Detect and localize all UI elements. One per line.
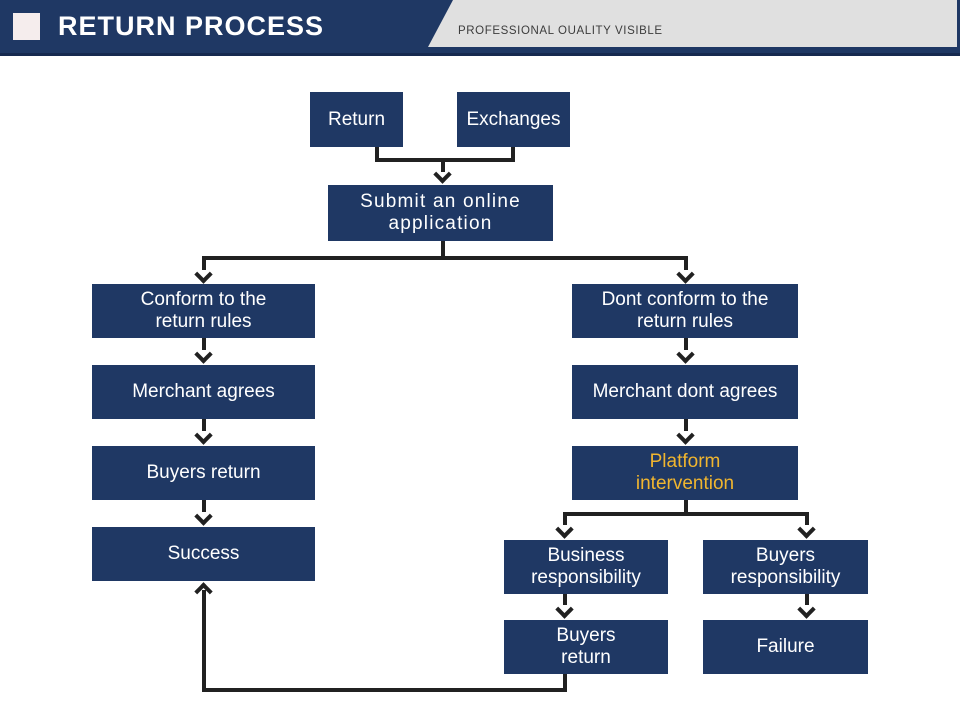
arrowhead-into-failure — [797, 600, 816, 619]
connector-dontconform-to-merchantdont — [684, 338, 688, 350]
flow-node-platform-intervention: Platform intervention — [572, 446, 798, 500]
header-tagline: PROFESSIONAL OUALITY VISIBLE — [458, 24, 663, 37]
flow-node-merchant-agrees: Merchant agrees — [92, 365, 315, 419]
arrowhead-into-conform — [194, 265, 213, 284]
arrowhead-into-buyers-return-left — [194, 426, 213, 445]
flow-node-success: Success — [92, 527, 315, 581]
arrowhead-into-dont-conform — [676, 265, 695, 284]
flow-node-dont-conform-rules: Dont conform to the return rules — [572, 284, 798, 338]
arrowhead-loop-into-success — [194, 582, 213, 601]
flow-node-merchant-dont-agrees: Merchant dont agrees — [572, 365, 798, 419]
connector-top-merge-bar — [375, 158, 515, 162]
flow-node-submit-application: Submit an online application — [328, 185, 553, 241]
arrowhead-into-business-responsibility — [555, 520, 574, 539]
header-band: RETURN PROCESS PROFESSIONAL OUALITY VISI… — [0, 0, 960, 56]
connector-platform-down — [684, 500, 688, 516]
connector-loop-horizontal — [202, 688, 567, 692]
arrowhead-into-success — [194, 507, 213, 526]
connector-left-branch-down — [202, 256, 206, 270]
connector-to-business-resp — [563, 512, 567, 525]
connector-merge-to-submit — [441, 158, 445, 172]
arrowhead-into-merchant-agrees — [194, 345, 213, 364]
title-bullet-square — [13, 13, 40, 40]
connector-responsibility-split-bar — [563, 512, 809, 516]
connector-to-buyers-resp — [805, 512, 809, 525]
flow-node-buyers-responsibility: Buyers responsibility — [703, 540, 868, 594]
connector-buyersresp-to-failure — [805, 594, 809, 605]
connector-right-branch-down — [684, 256, 688, 270]
connector-main-split-bar — [202, 256, 688, 260]
arrowhead-into-submit — [433, 165, 452, 184]
connector-loop-up — [202, 590, 206, 692]
flow-node-business-responsibility: Business responsibility — [504, 540, 668, 594]
flow-node-return: Return — [310, 92, 403, 147]
flow-node-buyers-return-bottom: Buyers return — [504, 620, 668, 674]
header-wedge: PROFESSIONAL OUALITY VISIBLE — [428, 0, 957, 47]
arrowhead-into-buyers-responsibility — [797, 520, 816, 539]
connector-merchant-to-buyers — [202, 419, 206, 431]
arrowhead-into-merchant-dont-agrees — [676, 345, 695, 364]
flow-node-buyers-return-left: Buyers return — [92, 446, 315, 500]
connector-business-to-buyersreturn — [563, 594, 567, 605]
connector-submit-down — [441, 241, 445, 259]
connector-exchanges-down — [511, 147, 515, 160]
connector-return-down — [375, 147, 379, 160]
connector-conform-to-merchant — [202, 338, 206, 350]
flow-node-exchanges: Exchanges — [457, 92, 570, 147]
flow-node-failure: Failure — [703, 620, 868, 674]
arrowhead-into-platform — [676, 426, 695, 445]
connector-loop-down — [563, 674, 567, 692]
flow-node-conform-rules: Conform to the return rules — [92, 284, 315, 338]
connector-buyers-to-success — [202, 500, 206, 512]
arrowhead-into-buyers-return-bottom — [555, 600, 574, 619]
page-title: RETURN PROCESS — [58, 11, 325, 41]
connector-merchantdont-to-platform — [684, 419, 688, 431]
